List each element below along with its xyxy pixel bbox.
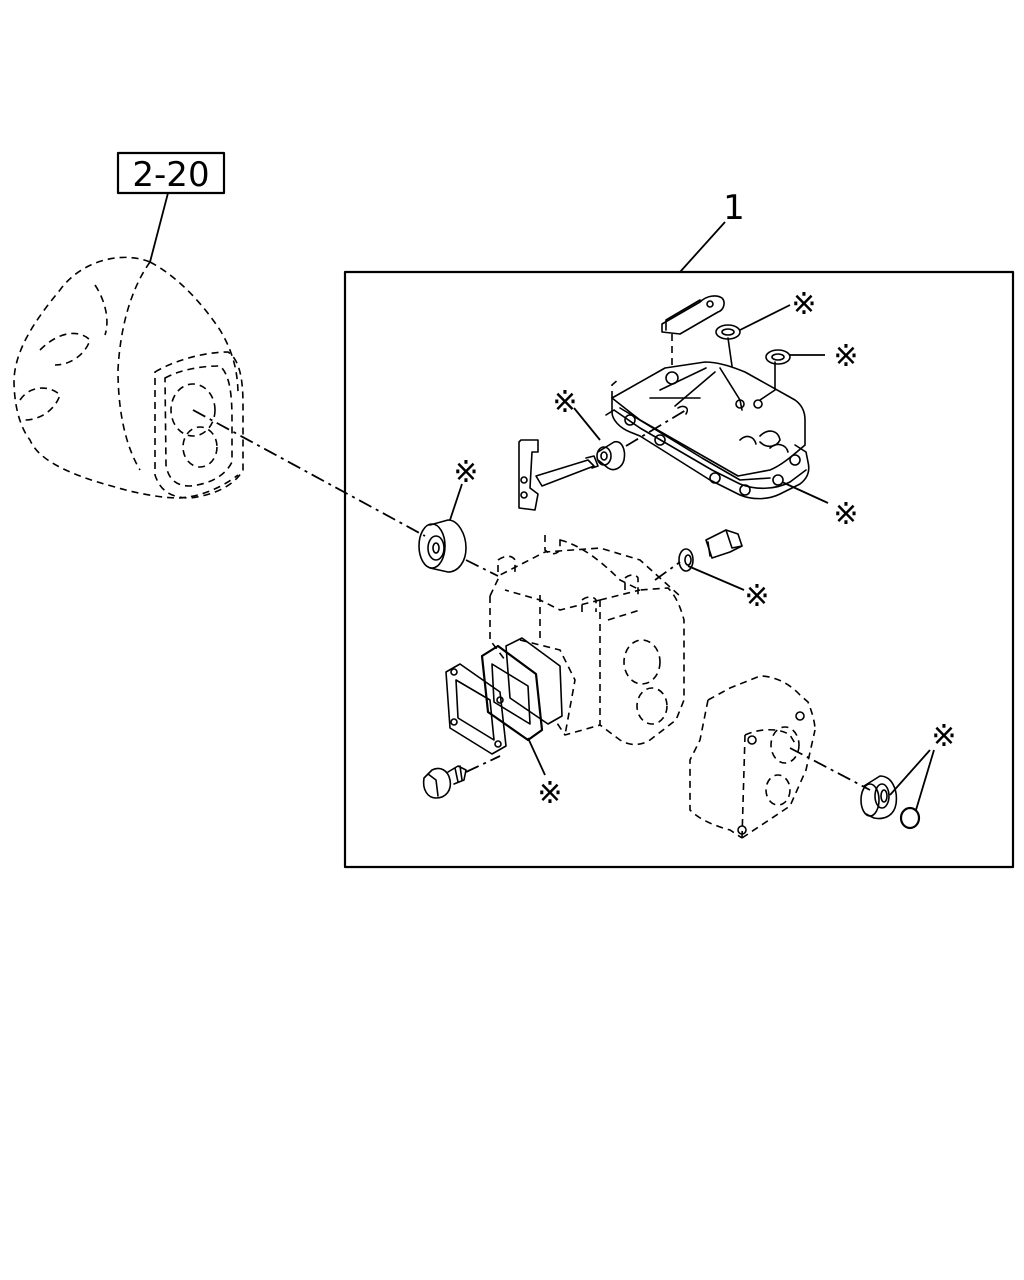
reference-label: 2-20 — [132, 155, 209, 195]
leader-plug-washer — [687, 565, 745, 591]
assembly-leader-line — [679, 221, 726, 273]
leader-side-gasket — [527, 737, 546, 776]
reference-box — [116, 151, 226, 195]
leader-gasket — [781, 481, 829, 504]
leader-rear-oil-seal — [889, 749, 931, 796]
reference-leader-line — [149, 192, 169, 263]
side-cover-second-gasket[interactable] — [505, 637, 563, 725]
leader-oil-seal — [573, 407, 601, 441]
side-cover-gasket[interactable] — [480, 644, 544, 742]
extension-centerline — [789, 747, 871, 791]
note-marker-front-bearing: ※ — [453, 455, 478, 490]
washer-upper[interactable] — [715, 324, 741, 340]
extension-housing[interactable] — [689, 675, 816, 839]
case-plug[interactable] — [705, 529, 743, 559]
leader-washer-upper — [739, 304, 791, 331]
clutch-housing[interactable] — [13, 256, 244, 499]
bolt-centerline — [465, 755, 501, 773]
note-marker-oil-seal: ※ — [552, 385, 577, 420]
flange-bolt[interactable] — [422, 765, 467, 799]
side-cover-plate[interactable] — [445, 663, 507, 755]
shift-arm[interactable] — [518, 439, 599, 511]
note-marker-washer-upper: ※ — [791, 287, 816, 322]
note-marker-gasket: ※ — [833, 497, 858, 532]
rear-oil-seal[interactable] — [860, 775, 898, 820]
note-marker-side-gasket: ※ — [537, 776, 562, 811]
case-plug-washer[interactable] — [678, 548, 694, 572]
top-cover-gasket[interactable] — [605, 409, 807, 490]
front-bearing[interactable] — [418, 519, 467, 573]
washer-right[interactable] — [765, 349, 791, 365]
assembly-frame — [343, 270, 1015, 869]
note-marker-rear-seal: ※ — [931, 719, 956, 754]
plug-centerline — [654, 561, 681, 581]
shift-arm-centerline — [625, 409, 687, 447]
note-marker-washer-right: ※ — [833, 339, 858, 374]
top-cover[interactable] — [611, 337, 810, 500]
rear-o-ring[interactable] — [899, 806, 921, 830]
shift-arm-oil-seal[interactable] — [596, 440, 626, 471]
shift-lever[interactable] — [661, 295, 725, 370]
transmission-case[interactable] — [489, 535, 685, 746]
assembly-label: 1 — [723, 188, 745, 228]
reference-callout-2-20[interactable]: 2-20 — [116, 151, 226, 263]
note-marker-plug-washer: ※ — [744, 579, 769, 614]
shaft-centerline — [192, 409, 426, 537]
leader-front-bearing — [449, 483, 463, 521]
leader-o-ring — [915, 749, 935, 811]
bearing-centerline — [465, 559, 499, 577]
